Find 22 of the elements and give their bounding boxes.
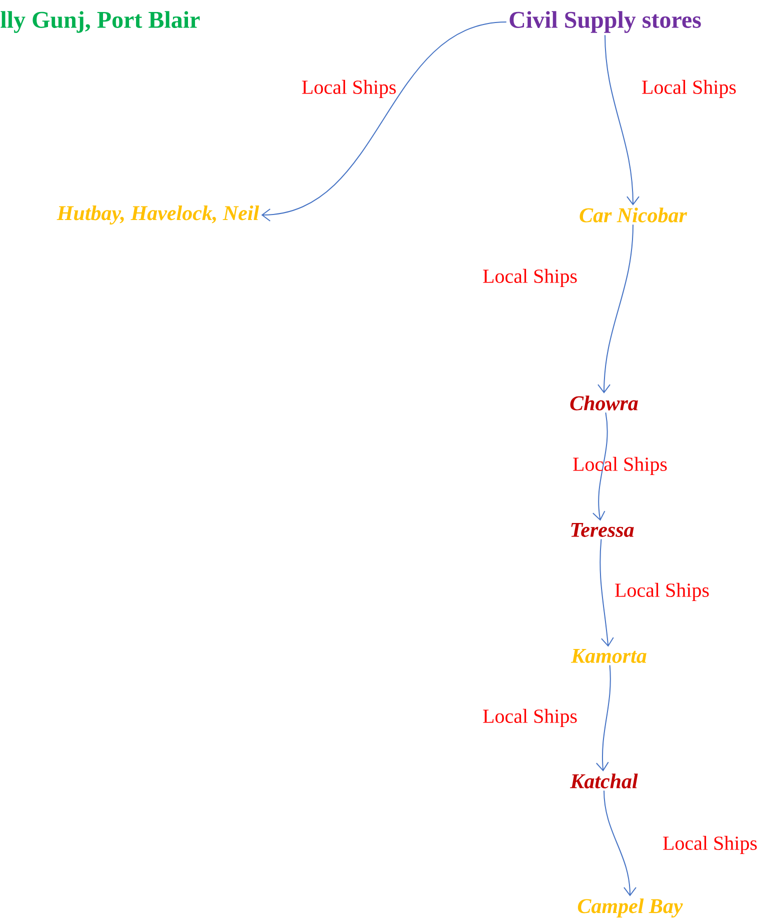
edge-label: Local Ships: [663, 836, 757, 854]
edge-label: Local Ships: [483, 708, 577, 728]
place-name: Campel Bay: [578, 898, 683, 918]
place-name: Civil Supply stores: [510, 11, 701, 33]
arrow: [598, 224, 634, 394]
place-name: Car Nicobar: [580, 208, 688, 222]
place-name: Hutbay, Havelock, Neil: [56, 205, 260, 225]
place-name: Katchal: [570, 774, 638, 788]
place-name: Chowra: [570, 396, 638, 410]
edge-label: Local Ships: [302, 80, 396, 98]
arrow: [261, 22, 507, 222]
edge-label: Local Ships: [615, 582, 709, 602]
arrow: [596, 664, 611, 772]
place-name: lly Gunj, Port Blair: [0, 11, 200, 33]
edge-label: Local Ships: [483, 268, 577, 288]
arrow: [604, 790, 636, 896]
edge-label: Local Ships: [642, 80, 736, 98]
arrow: [592, 412, 608, 521]
place-name: Teressa: [571, 523, 634, 537]
place-name: Kamorta: [570, 649, 646, 663]
arrow: [600, 538, 614, 647]
arrow: [604, 34, 640, 206]
